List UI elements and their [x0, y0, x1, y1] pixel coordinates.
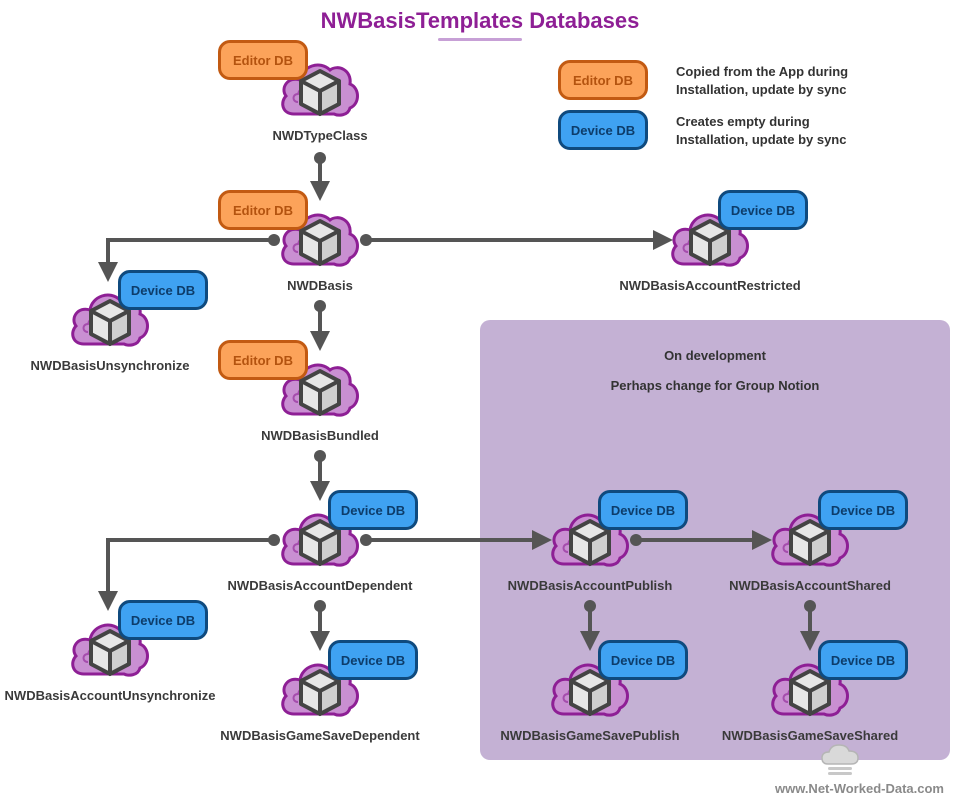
node-label: NWDBasisBundled — [261, 428, 379, 443]
node-label: NWDTypeClass — [272, 128, 368, 143]
node-bundled — [278, 358, 362, 422]
database-cube-icon — [299, 519, 341, 566]
edge-source-dot — [314, 600, 326, 612]
page-title: NWBasisTemplates Databases — [320, 8, 640, 33]
database-cube-icon — [299, 369, 341, 416]
node-label: NWDBasis — [287, 278, 353, 293]
device-db-badge: Device DB — [818, 490, 908, 530]
legend-device-text: Creates empty during Installation, updat… — [676, 113, 936, 149]
edge-source-dot — [804, 600, 816, 612]
edge-source-dot — [268, 534, 280, 546]
footer-url[interactable]: www.Net-Worked-Data.com — [774, 781, 944, 796]
edge-source-dot — [268, 234, 280, 246]
edge-basis-to-unsync — [98, 238, 274, 282]
node-label: NWDBasisAccountUnsynchronize — [4, 688, 216, 703]
device-db-badge: Device DB — [818, 640, 908, 680]
legend-editor-text: Copied from the App during Installation,… — [676, 63, 936, 99]
node-label: NWDBasisGameSaveShared — [721, 728, 899, 743]
database-cube-icon — [89, 629, 131, 676]
edge-source-dot — [314, 152, 326, 164]
legend-editor-badge: Editor DB — [558, 60, 648, 100]
panel-note-line1: On development — [664, 348, 766, 363]
node-label: NWDBasisGameSaveDependent — [220, 728, 420, 743]
legend-editor-text-line2: Installation, update by sync — [676, 82, 847, 97]
legend-device-text-line2: Installation, update by sync — [676, 132, 847, 147]
edge-source-dot — [630, 534, 642, 546]
node-label: NWDBasisAccountRestricted — [619, 278, 801, 293]
node-gs-shared — [768, 658, 852, 722]
database-cube-icon — [789, 519, 831, 566]
database-cube-icon — [299, 219, 341, 266]
device-db-badge: Device DB — [328, 640, 418, 680]
device-db-badge: Device DB — [328, 490, 418, 530]
device-db-badge: Device DB — [598, 640, 688, 680]
edge-source-dot — [360, 534, 372, 546]
database-cube-icon — [689, 219, 731, 266]
panel-note-line2: Perhaps change for Group Notion — [610, 378, 820, 393]
cloud-database-icon — [821, 744, 859, 775]
edge-source-dot — [360, 234, 372, 246]
device-db-badge: Device DB — [598, 490, 688, 530]
title-underline — [438, 38, 522, 41]
database-cube-icon — [299, 69, 341, 116]
edge-dependent-to-acc_unsync — [98, 538, 274, 611]
database-cube-icon — [89, 299, 131, 346]
database-cube-icon — [789, 669, 831, 716]
node-label: NWDBasisAccountDependent — [227, 578, 413, 593]
legend-device-badge: Device DB — [558, 110, 648, 150]
edge-source-dot — [314, 450, 326, 462]
device-db-badge: Device DB — [118, 600, 208, 640]
database-cube-icon — [569, 669, 611, 716]
legend-device-text-line1: Creates empty during — [676, 114, 810, 129]
device-db-badge: Device DB — [718, 190, 808, 230]
node-label: NWDBasisAccountShared — [729, 578, 891, 593]
database-cube-icon — [299, 669, 341, 716]
editor-db-badge: Editor DB — [218, 190, 308, 230]
edge-source-dot — [584, 600, 596, 612]
edge-source-dot — [314, 300, 326, 312]
node-label: NWDBasisUnsynchronize — [30, 358, 190, 373]
device-db-badge: Device DB — [118, 270, 208, 310]
editor-db-badge: Editor DB — [218, 340, 308, 380]
database-cube-icon — [569, 519, 611, 566]
legend-editor-text-line1: Copied from the App during — [676, 64, 849, 79]
editor-db-badge: Editor DB — [218, 40, 308, 80]
node-label: NWDBasisGameSavePublish — [500, 728, 680, 743]
node-label: NWDBasisAccountPublish — [507, 578, 673, 593]
